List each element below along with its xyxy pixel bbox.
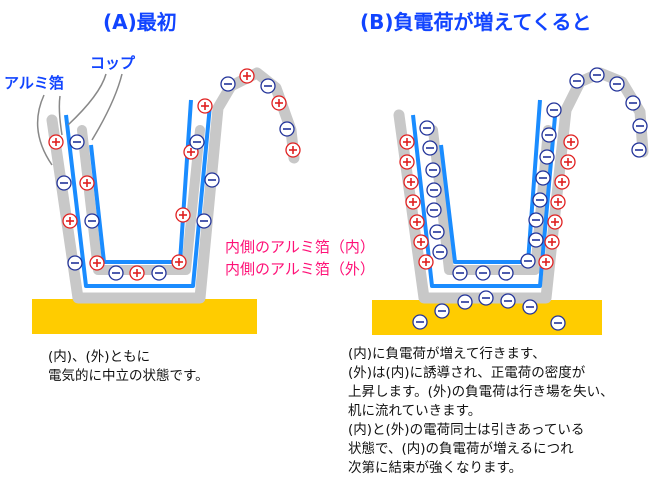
negative-charge-icon (434, 303, 450, 319)
negative-charge-icon (279, 121, 295, 137)
negative-charge-icon (498, 265, 514, 281)
charges-a (48, 68, 301, 281)
negative-charge-icon (457, 294, 473, 310)
negative-charge-icon (522, 299, 538, 315)
negative-charge-icon (541, 127, 557, 143)
positive-charge-icon (89, 255, 105, 271)
positive-charge-icon (563, 134, 579, 150)
panel-b-title: (B)負電荷が増えてくると (360, 10, 592, 34)
cup-b (411, 104, 558, 288)
positive-charge-icon (399, 134, 415, 150)
negative-charge-icon (151, 265, 167, 281)
negative-charge-icon (528, 232, 544, 248)
negative-charge-icon (220, 76, 236, 92)
positive-charge-icon (285, 142, 301, 158)
positive-charge-icon (239, 68, 255, 84)
caption-a-line: (内)、(外)ともに (48, 349, 151, 365)
caption-b-line: (内)に負電荷が増えて行きます、 (348, 346, 546, 362)
caption-b-line: (外)は(内)に誘導され、正電荷の密度が (348, 365, 586, 381)
negative-charge-icon (546, 102, 562, 118)
negative-charge-icon (84, 213, 100, 229)
positive-charge-icon (418, 254, 434, 270)
positive-charge-icon (62, 213, 78, 229)
negative-charge-icon (625, 95, 641, 111)
negative-charge-icon (569, 73, 585, 89)
table-a (32, 299, 257, 334)
positive-charge-icon (79, 175, 95, 191)
negative-charge-icon (412, 314, 428, 330)
positive-charge-icon (171, 254, 187, 270)
positive-charge-icon (48, 134, 64, 150)
negative-charge-icon (422, 140, 438, 156)
cup-label: コップ (90, 54, 136, 72)
panel-a-title: (A)最初 (103, 10, 177, 34)
inner-cup-a (89, 99, 193, 264)
caption-b: (内)に負電荷が増えて行きます、 (外)は(内)に誘導され、正電荷の密度が 上昇… (348, 345, 614, 478)
caption-b-line: (内)と(外)の電荷同士は引きあっている (348, 422, 585, 438)
negative-charge-icon (609, 76, 625, 92)
positive-charge-icon (399, 154, 415, 170)
center-label-inner: 内側のアルミ箔（内） (225, 238, 375, 256)
charges-b (399, 67, 648, 331)
inner-cup-b (439, 99, 542, 264)
foil-label: アルミ箔 (4, 74, 64, 92)
positive-charge-icon (547, 214, 563, 230)
negative-charge-icon (426, 202, 442, 218)
negative-charge-icon (631, 142, 647, 158)
negative-charge-icon (69, 134, 85, 150)
negative-charge-icon (425, 162, 441, 178)
negative-charge-icon (539, 149, 555, 165)
negative-charge-icon (429, 224, 445, 240)
negative-charge-icon (535, 170, 551, 186)
negative-charge-icon (260, 78, 276, 94)
positive-charge-icon (560, 154, 576, 170)
negative-charge-icon (189, 134, 205, 150)
negative-charge-icon (204, 172, 220, 188)
negative-charge-icon (419, 120, 435, 136)
negative-charge-icon (632, 118, 648, 134)
positive-charge-icon (409, 214, 425, 230)
panel-a: アルミ箔 コップ (4, 54, 301, 334)
panel-b (372, 67, 649, 335)
cup-leader (67, 73, 123, 141)
table-b (372, 300, 602, 335)
positive-charge-icon (405, 194, 421, 210)
positive-charge-icon (544, 234, 560, 250)
positive-charge-icon (129, 265, 145, 281)
negative-charge-icon (589, 67, 605, 83)
negative-charge-icon (56, 175, 72, 191)
negative-charge-icon (108, 265, 124, 281)
negative-charge-icon (520, 253, 536, 269)
caption-b-line: 机に流れていきます。 (348, 403, 482, 419)
negative-charge-icon (452, 265, 468, 281)
positive-charge-icon (175, 207, 191, 223)
center-label-outer: 内側のアルミ箔（外） (225, 260, 375, 278)
negative-charge-icon (67, 255, 83, 271)
positive-charge-icon (271, 95, 287, 111)
positive-charge-icon (538, 254, 554, 270)
negative-charge-icon (196, 213, 212, 229)
negative-charge-icon (426, 182, 442, 198)
negative-charge-icon (432, 244, 448, 260)
positive-charge-icon (413, 234, 429, 250)
caption-a: (内)、(外)ともに 電気的に中立の状態です。 (48, 348, 209, 386)
positive-charge-icon (550, 194, 566, 210)
positive-charge-icon (554, 174, 570, 190)
negative-charge-icon (500, 293, 516, 309)
negative-charge-icon (528, 212, 544, 228)
caption-b-line: 状態で、(内)の負電荷が増えるにつれ (348, 441, 574, 457)
positive-charge-icon (197, 98, 213, 114)
negative-charge-icon (475, 265, 491, 281)
negative-charge-icon (478, 290, 494, 306)
caption-b-line: 上昇します。(外)の負電荷は行き場を失い、 (348, 384, 614, 400)
foil-leader (36, 94, 63, 166)
caption-a-line: 電気的に中立の状態です。 (48, 368, 209, 384)
positive-charge-icon (403, 174, 419, 190)
negative-charge-icon (532, 192, 548, 208)
negative-charge-icon (550, 315, 566, 331)
caption-b-line: 次第に結束が強くなります。 (348, 460, 523, 476)
cup-a (64, 104, 212, 288)
